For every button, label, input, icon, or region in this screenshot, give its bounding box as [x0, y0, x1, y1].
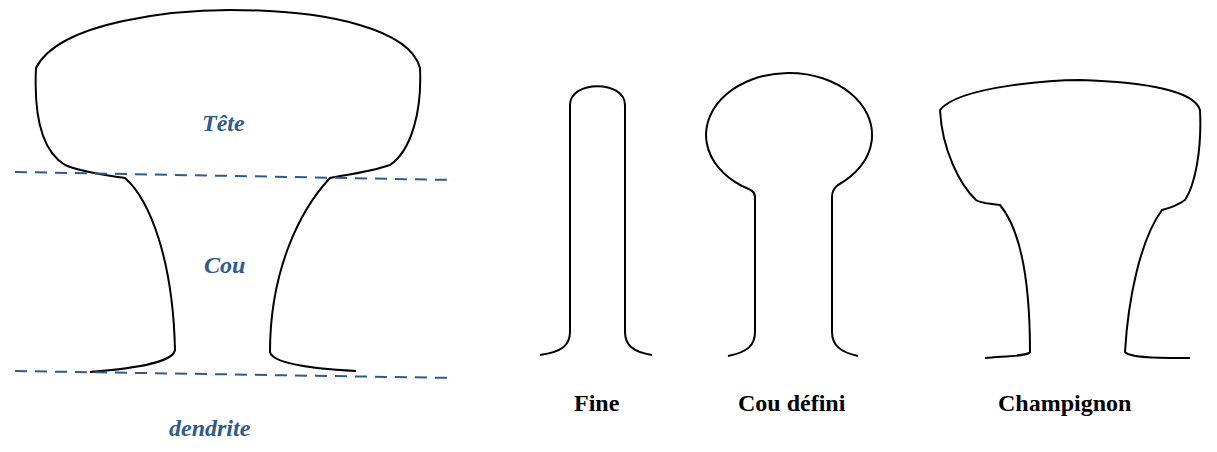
stubby-neck-spine	[706, 73, 872, 356]
thin-spine	[540, 86, 652, 355]
spine-left-outline	[65, 165, 175, 372]
type-label: Champignon	[998, 390, 1131, 416]
part-label: Tête	[202, 110, 245, 136]
mushroom-spine	[940, 80, 1200, 358]
type-label: Fine	[574, 390, 619, 416]
spine-right-outline	[36, 10, 421, 371]
head-neck-boundary	[15, 172, 455, 180]
part-label: Cou	[204, 252, 245, 278]
part-label: dendrite	[169, 415, 250, 441]
neck-dendrite-boundary	[15, 371, 455, 378]
type-label: Cou défini	[738, 390, 845, 416]
